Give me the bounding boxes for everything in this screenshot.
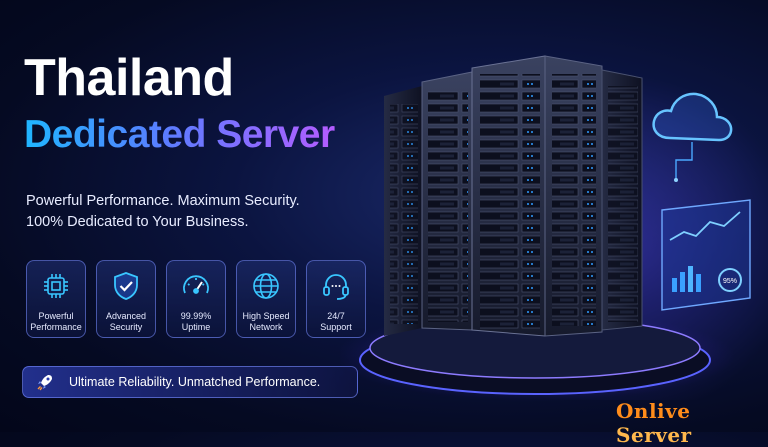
feature-network: High Speed Network [236,260,296,338]
bar-mark [680,272,685,292]
rocket-icon [37,375,52,391]
analytics-dashboard: 95% [661,199,751,311]
feature-label-line-1: Powerful [38,311,74,321]
feature-label-line-1: 24/7 [327,311,345,321]
feature-label-line-1: High Speed [242,311,290,321]
feature-support: 24/7 Support [306,260,366,338]
banner-text: Ultimate Reliability. Unmatched Performa… [69,375,321,389]
server-hero-illustration: 95% [340,55,751,401]
feature-label-line-2: Security [109,322,143,332]
feature-label-line-2: Performance [30,322,82,332]
tagline: Powerful Performance. Maximum Security. … [26,191,300,233]
bar-mark [696,274,701,292]
feature-label-line-2: Support [320,322,352,332]
feature-performance: Powerful Performance [26,260,86,338]
gauge-ring [718,268,742,292]
bar-mark [688,266,693,292]
feature-uptime: 99.99% Uptime [166,260,226,338]
feature-label-line-1: 99.99% [180,311,212,321]
feature-label-line-1: Advanced [105,311,147,321]
reliability-banner: Ultimate Reliability. Unmatched Performa… [22,366,358,398]
feature-label-line-2: Network [249,322,283,332]
headline-product: Dedicated Server [24,113,335,156]
logo-part-1: Onlive [616,399,691,423]
cpu-chip-icon [44,274,68,298]
speedometer-icon [183,275,209,294]
cloud-icon [652,92,733,182]
server-rack-1 [384,86,422,336]
headline-country: Thailand [24,49,234,107]
gauge-value: 95% [723,278,737,285]
onlive-server-logo: Onlive Server [616,399,768,447]
globe-icon [253,273,279,299]
logo-part-2: Server [616,423,692,447]
trend-line [669,211,741,241]
feature-list: Powerful Performance Advanced Security 9… [26,260,366,338]
server-rack-2 [421,71,473,331]
feature-label-line-2: Uptime [181,322,211,332]
tagline-line-1: Powerful Performance. Maximum Security. [26,193,300,209]
server-rack-4 [544,55,603,337]
headset-icon [323,274,349,300]
feature-security: Advanced Security [96,260,156,338]
server-rack-5 [601,69,643,331]
bar-mark [672,278,677,292]
server-rack-3 [471,55,546,337]
shield-check-icon [114,272,138,300]
tagline-line-2: 100% Dedicated to Your Business. [26,214,249,230]
